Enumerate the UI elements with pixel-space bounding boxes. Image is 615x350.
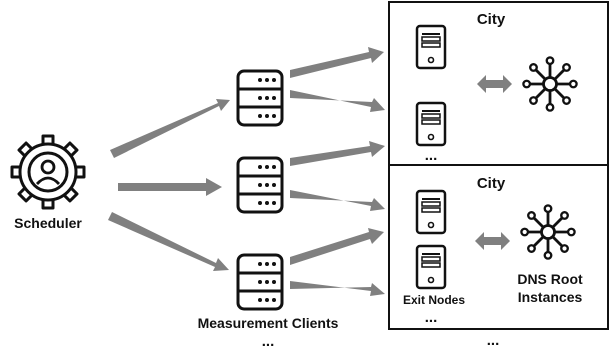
arrow-scheduler-to-client-1 [110,99,230,158]
city-2-dns-root-hub-icon [520,204,576,260]
measurement-clients-label: Measurement Clients [198,315,339,331]
dns-root-label-line-2: Instances [518,289,583,305]
arrow-client-2-to-city-1-node-2 [290,141,385,166]
city-1-bidirectional-arrow [477,75,512,93]
city-2-exit-node-2-icon [415,244,447,290]
scheduler-icon [10,134,86,210]
scheduler-label: Scheduler [14,215,82,231]
city-1-nodes-ellipsis: ... [425,147,438,164]
city-1-exit-node-2-icon [415,101,447,147]
more-cities-ellipsis: ... [487,332,500,349]
city-1-dns-root-hub-icon [522,56,578,112]
arrow-client-3-to-city-2-node-1 [290,228,384,265]
city-2-bidirectional-arrow [475,232,510,250]
city-box-2 [388,164,609,330]
city-1-title: City [477,11,506,28]
dns-root-label-line-1: DNS Root [517,271,583,287]
city-2-title: City [477,175,506,192]
exit-nodes-label: Exit Nodes [403,293,465,307]
measurement-clients-ellipsis: ... [262,333,275,350]
city-1-exit-node-1-icon [415,24,447,70]
arrow-client-1-to-city-1-node-1 [290,47,384,78]
measurement-client-1-server-icon [236,69,284,127]
arrow-scheduler-to-client-3 [108,212,229,271]
city-2-nodes-ellipsis: ... [425,309,438,326]
arrow-client-2-to-city-2-node-1 [290,190,385,211]
arrow-scheduler-to-client-2 [118,178,222,196]
arrow-client-3-to-city-2-node-2 [290,281,385,296]
city-2-exit-node-1-icon [415,189,447,235]
arrow-client-1-to-city-1-node-2 [290,90,385,112]
measurement-client-3-server-icon [236,253,284,311]
measurement-client-2-server-icon [236,156,284,214]
